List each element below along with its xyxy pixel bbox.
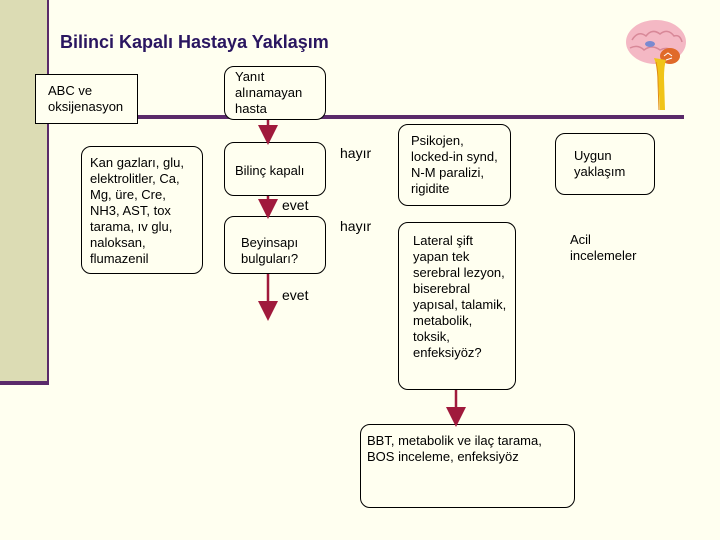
flow-arrows (0, 0, 720, 540)
